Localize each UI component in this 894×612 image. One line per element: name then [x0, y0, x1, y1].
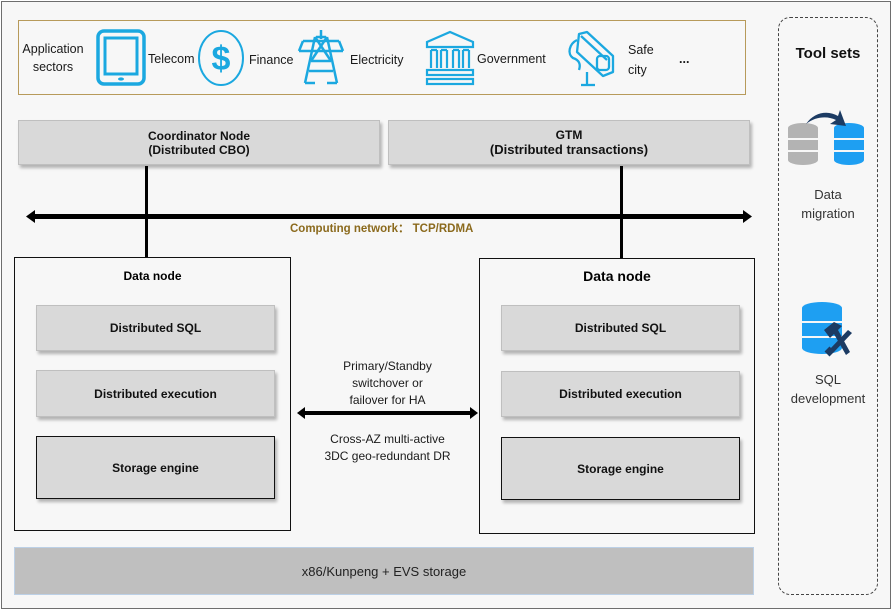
more-sectors-ellipsis: ...: [679, 52, 690, 66]
data-migration-line1: Data: [814, 187, 842, 202]
coordinator-node-subtitle: (Distributed CBO): [148, 142, 250, 157]
gtm-title: GTM: [555, 128, 583, 142]
svg-text:$: $: [212, 40, 231, 78]
sector-safe-city-line1: Safe: [628, 43, 654, 57]
computing-network-label: Computing network： TCP/RDMA: [290, 223, 474, 235]
data-migration-line2: migration: [801, 206, 855, 221]
data-migration-icon: [788, 110, 864, 165]
gtm-connector-line: [620, 166, 623, 259]
tool-sets-panel: [778, 17, 878, 595]
sql-development-label: SQL development: [778, 370, 878, 408]
gtm-subtitle: (Distributed transactions): [489, 142, 649, 157]
sql-development-icon: [802, 302, 852, 357]
coordinator-node-title: Coordinator Node: [148, 128, 250, 143]
sectors-label-line2: sectors: [32, 60, 74, 74]
power-tower-icon: [297, 30, 345, 85]
left-distributed-sql-box: Distributed SQL: [36, 305, 275, 351]
ha-description: Primary/Standby switchover or failover f…: [300, 358, 475, 409]
left-storage-engine-box: Storage engine: [36, 436, 275, 499]
right-storage-engine-box: Storage engine: [501, 437, 740, 500]
sql-development-line1: SQL: [814, 372, 841, 387]
computing-network-arrow: [26, 210, 752, 223]
sql-development-line2: development: [790, 391, 866, 406]
dollar-coin-icon: $: [198, 30, 244, 86]
ha-line-3: failover for HA: [349, 393, 426, 407]
dr-line-2: 3DC geo-redundant DR: [324, 449, 451, 463]
data-node-left-title: Data node: [123, 269, 182, 283]
left-distributed-execution-box: Distributed execution: [36, 370, 275, 417]
sectors-label-line1: Application: [22, 42, 84, 56]
dr-description: Cross-AZ multi-active 3DC geo-redundant …: [300, 431, 475, 465]
ha-line-1: Primary/Standby: [343, 359, 432, 373]
sector-safe-city-line2: city: [628, 63, 647, 77]
gtm-box: GTM (Distributed transactions): [388, 120, 750, 165]
tool-sets-title: Tool sets: [795, 45, 861, 62]
ha-line-2: switchover or: [352, 376, 423, 390]
sector-government: Government: [477, 52, 546, 66]
security-camera-icon: [568, 30, 615, 87]
tablet-icon: [96, 29, 146, 86]
right-distributed-sql-box: Distributed SQL: [501, 305, 740, 351]
sector-electricity: Electricity: [350, 53, 404, 67]
sector-safe-city: Safe city: [628, 41, 654, 79]
ha-bidirectional-arrow: [297, 407, 478, 419]
right-distributed-execution-box: Distributed execution: [501, 371, 740, 417]
government-building-icon: [425, 30, 475, 86]
hardware-storage-base: x86/Kunpeng + EVS storage: [14, 547, 754, 595]
dr-line-1: Cross-AZ multi-active: [330, 432, 445, 446]
coordinator-node-box: Coordinator Node (Distributed CBO): [18, 120, 380, 165]
data-node-right-title: Data node: [583, 268, 651, 284]
sector-finance: Finance: [249, 53, 294, 67]
coordinator-connector-line: [145, 166, 148, 258]
sectors-label: Application sectors: [20, 40, 86, 76]
sector-telecom: Telecom: [148, 52, 195, 66]
application-sectors-panel: [18, 20, 746, 95]
data-migration-label: Data migration: [778, 185, 878, 223]
